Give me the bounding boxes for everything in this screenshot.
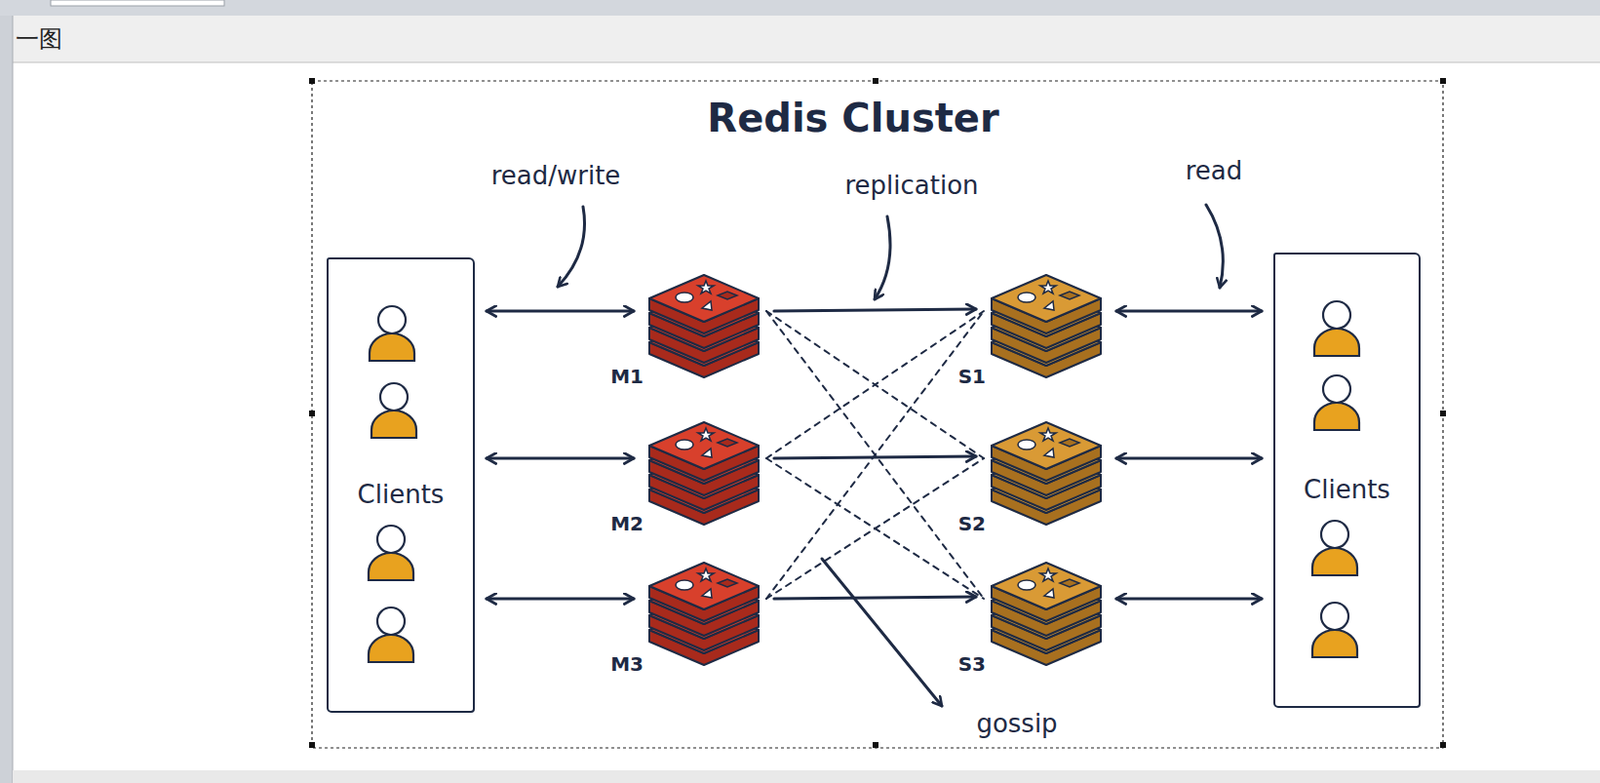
node-name: M2	[610, 511, 644, 536]
replication-arrow	[774, 309, 976, 312]
person-head	[1321, 520, 1349, 548]
node-name: M3	[610, 652, 644, 676]
access-arrow	[1116, 309, 1262, 313]
master-node: M3	[645, 558, 763, 666]
stack-symbols	[1017, 428, 1080, 458]
gossip-link	[766, 311, 984, 459]
person-body	[1312, 547, 1358, 576]
read-write-pointer	[557, 206, 586, 287]
person-icon	[1312, 520, 1358, 576]
person-icon	[368, 607, 414, 663]
master-node: M2	[645, 418, 763, 526]
stack-symbols	[1017, 280, 1080, 311]
client-group-label: Clients	[328, 479, 473, 509]
toolbar-border	[0, 62, 1600, 64]
person-body	[1312, 629, 1358, 658]
gossip-link	[766, 458, 984, 599]
stack-layer	[649, 274, 759, 334]
input-box	[50, 0, 225, 6]
gossip-link	[766, 311, 984, 599]
client-group-box: Clients	[1273, 252, 1421, 708]
person-head	[1323, 375, 1351, 403]
stack-layer	[991, 274, 1101, 334]
replica-node: S1	[987, 271, 1105, 379]
client-group-label: Clients	[1275, 474, 1419, 505]
redis-stack-icon	[645, 418, 763, 526]
selection-frame	[312, 80, 1444, 748]
gossip-pointer	[821, 558, 942, 706]
person-body	[368, 552, 414, 581]
replication-pointer	[874, 216, 891, 300]
replica-node: S2	[987, 418, 1105, 526]
stack-symbols	[675, 280, 738, 311]
person-icon	[1314, 375, 1360, 430]
annotation-label: read/write	[488, 160, 625, 191]
person-icon	[1314, 301, 1360, 356]
selection-handles	[309, 78, 1446, 748]
read-pointer	[1206, 204, 1223, 288]
access-arrow	[486, 309, 634, 313]
gossip-link	[766, 311, 984, 459]
client-group-box: Clients	[326, 257, 475, 713]
toolbar-label: 一图	[12, 23, 66, 55]
diagram-title: Redis Cluster	[706, 95, 999, 141]
stack-layer	[991, 422, 1101, 481]
access-arrow	[486, 596, 634, 600]
annotation-label: replication	[841, 170, 981, 200]
redis-stack-icon	[987, 271, 1105, 379]
left-strip	[0, 15, 13, 783]
person-head	[377, 607, 405, 635]
person-icon	[1312, 602, 1358, 658]
stack-layer	[649, 562, 759, 622]
redis-stack-icon	[987, 558, 1105, 666]
bottom-strip	[12, 770, 1600, 783]
stack-layer	[991, 562, 1101, 622]
access-arrow	[486, 456, 634, 460]
annotation-label: read	[1182, 156, 1247, 186]
node-name: S2	[958, 511, 986, 536]
annotation-arrows	[557, 204, 1223, 706]
person-head	[1323, 301, 1351, 329]
gossip-link	[766, 311, 984, 599]
person-body	[368, 634, 414, 663]
person-body	[1314, 402, 1360, 430]
stack-symbols	[675, 568, 738, 598]
left-strip-border	[12, 15, 14, 783]
person-icon	[368, 525, 414, 581]
annotation-label: gossip	[973, 708, 1060, 739]
person-icon	[369, 306, 415, 361]
redis-stack-icon	[645, 271, 763, 379]
redis-stack-icon	[987, 418, 1105, 526]
stack-layer	[649, 422, 759, 481]
top-strip	[0, 0, 1600, 16]
master-node: M1	[645, 271, 763, 379]
replication-arrow	[774, 596, 976, 599]
node-name: S3	[958, 652, 986, 676]
gossip-link	[766, 458, 984, 599]
person-icon	[371, 383, 417, 438]
person-body	[1314, 328, 1360, 356]
toolbar	[0, 15, 1600, 63]
replication-arrow	[774, 456, 976, 459]
person-head	[378, 306, 406, 334]
access-arrow	[1116, 596, 1262, 600]
stack-symbols	[1017, 568, 1080, 598]
redis-stack-icon	[645, 558, 763, 666]
replica-node: S3	[987, 558, 1105, 666]
person-body	[371, 410, 417, 438]
people-icons	[368, 301, 1360, 663]
node-name: M1	[610, 364, 644, 389]
person-head	[1321, 602, 1349, 630]
stack-symbols	[675, 428, 738, 458]
node-name: S1	[958, 364, 986, 389]
person-head	[380, 383, 408, 411]
person-body	[369, 333, 415, 361]
person-head	[377, 525, 405, 553]
access-arrow	[1116, 456, 1262, 460]
